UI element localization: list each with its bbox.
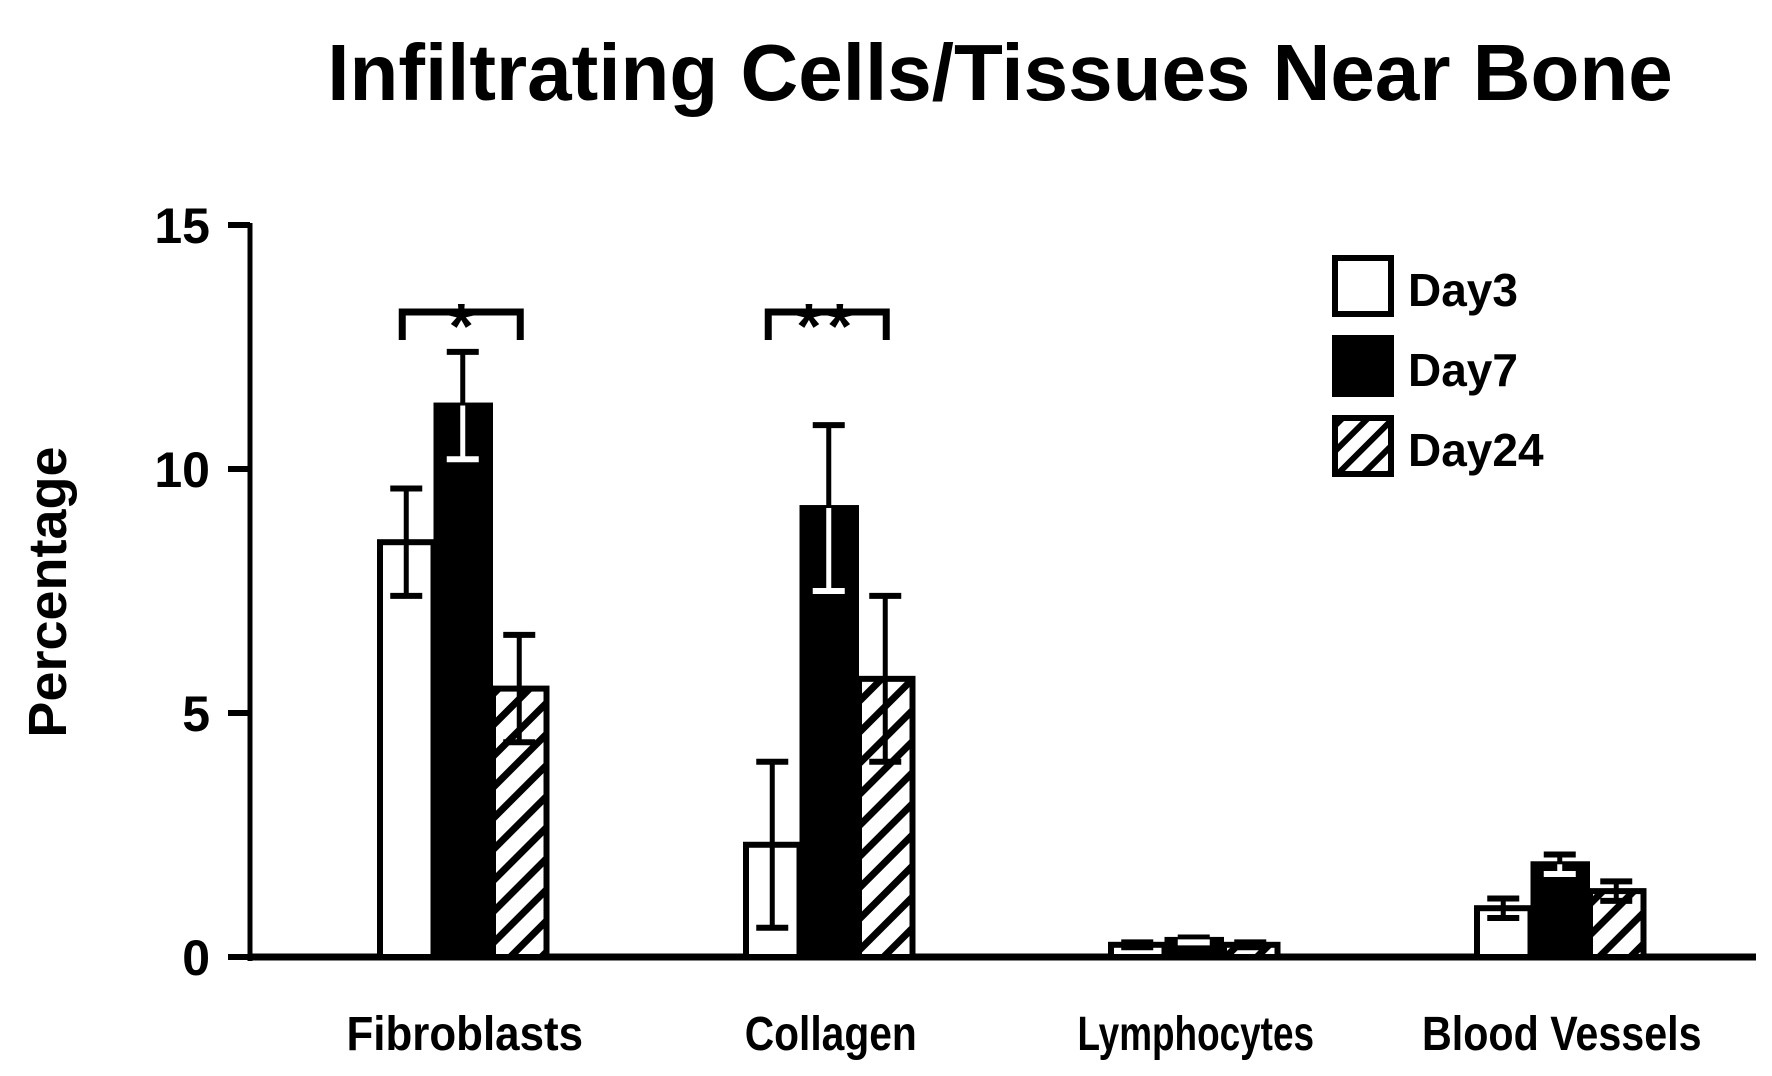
bar-group-lymphocytes — [1108, 934, 1281, 960]
bar-day3 — [377, 539, 437, 960]
y-tick-label: 15 — [154, 198, 210, 254]
legend-item-day24: Day24 — [1332, 415, 1544, 477]
legend-swatch-day24 — [1332, 415, 1394, 477]
legend-item-day7: Day7 — [1332, 335, 1518, 397]
significance-label: ** — [796, 290, 858, 362]
bracket-line — [398, 308, 524, 340]
bar-group-blood-vessels — [1474, 851, 1647, 961]
x-label-lymphocytes: Lymphocytes — [1078, 1008, 1315, 1061]
bar-day24 — [490, 685, 550, 960]
x-axis-labels: Fibroblasts Collagen Lymphocytes Blood Vess… — [347, 1008, 1702, 1061]
legend-label: Day24 — [1408, 424, 1544, 476]
x-label-collagen: Collagen — [745, 1008, 917, 1061]
legend-label: Day3 — [1408, 264, 1518, 316]
legend-label: Day7 — [1408, 344, 1518, 396]
y-axis-label: Percentage — [18, 446, 78, 737]
chart-title: Infiltrating Cells/Tissues Near Bone — [327, 28, 1673, 117]
bar-day7 — [433, 402, 493, 960]
legend-swatch-day3 — [1332, 255, 1394, 317]
legend-swatch-day7 — [1332, 335, 1394, 397]
legend-item-day3: Day3 — [1332, 255, 1518, 317]
significance-label: * — [449, 290, 474, 362]
significance-bracket-0: * — [398, 290, 524, 362]
bar-day7 — [1530, 861, 1590, 961]
bar-group-collagen — [743, 422, 916, 961]
y-tick-label: 5 — [182, 686, 210, 742]
bar-series — [377, 348, 1647, 961]
bracket-line — [764, 308, 890, 340]
y-tick-label: 0 — [182, 930, 210, 986]
bar-group-fibroblasts — [377, 348, 550, 960]
significance-annotations: *** — [398, 290, 890, 362]
y-tick-label: 10 — [154, 442, 210, 498]
x-label-fibroblasts: Fibroblasts — [347, 1008, 584, 1061]
x-label-blood-vessels: Blood Vessels — [1422, 1008, 1702, 1061]
significance-bracket-1: ** — [764, 290, 890, 362]
